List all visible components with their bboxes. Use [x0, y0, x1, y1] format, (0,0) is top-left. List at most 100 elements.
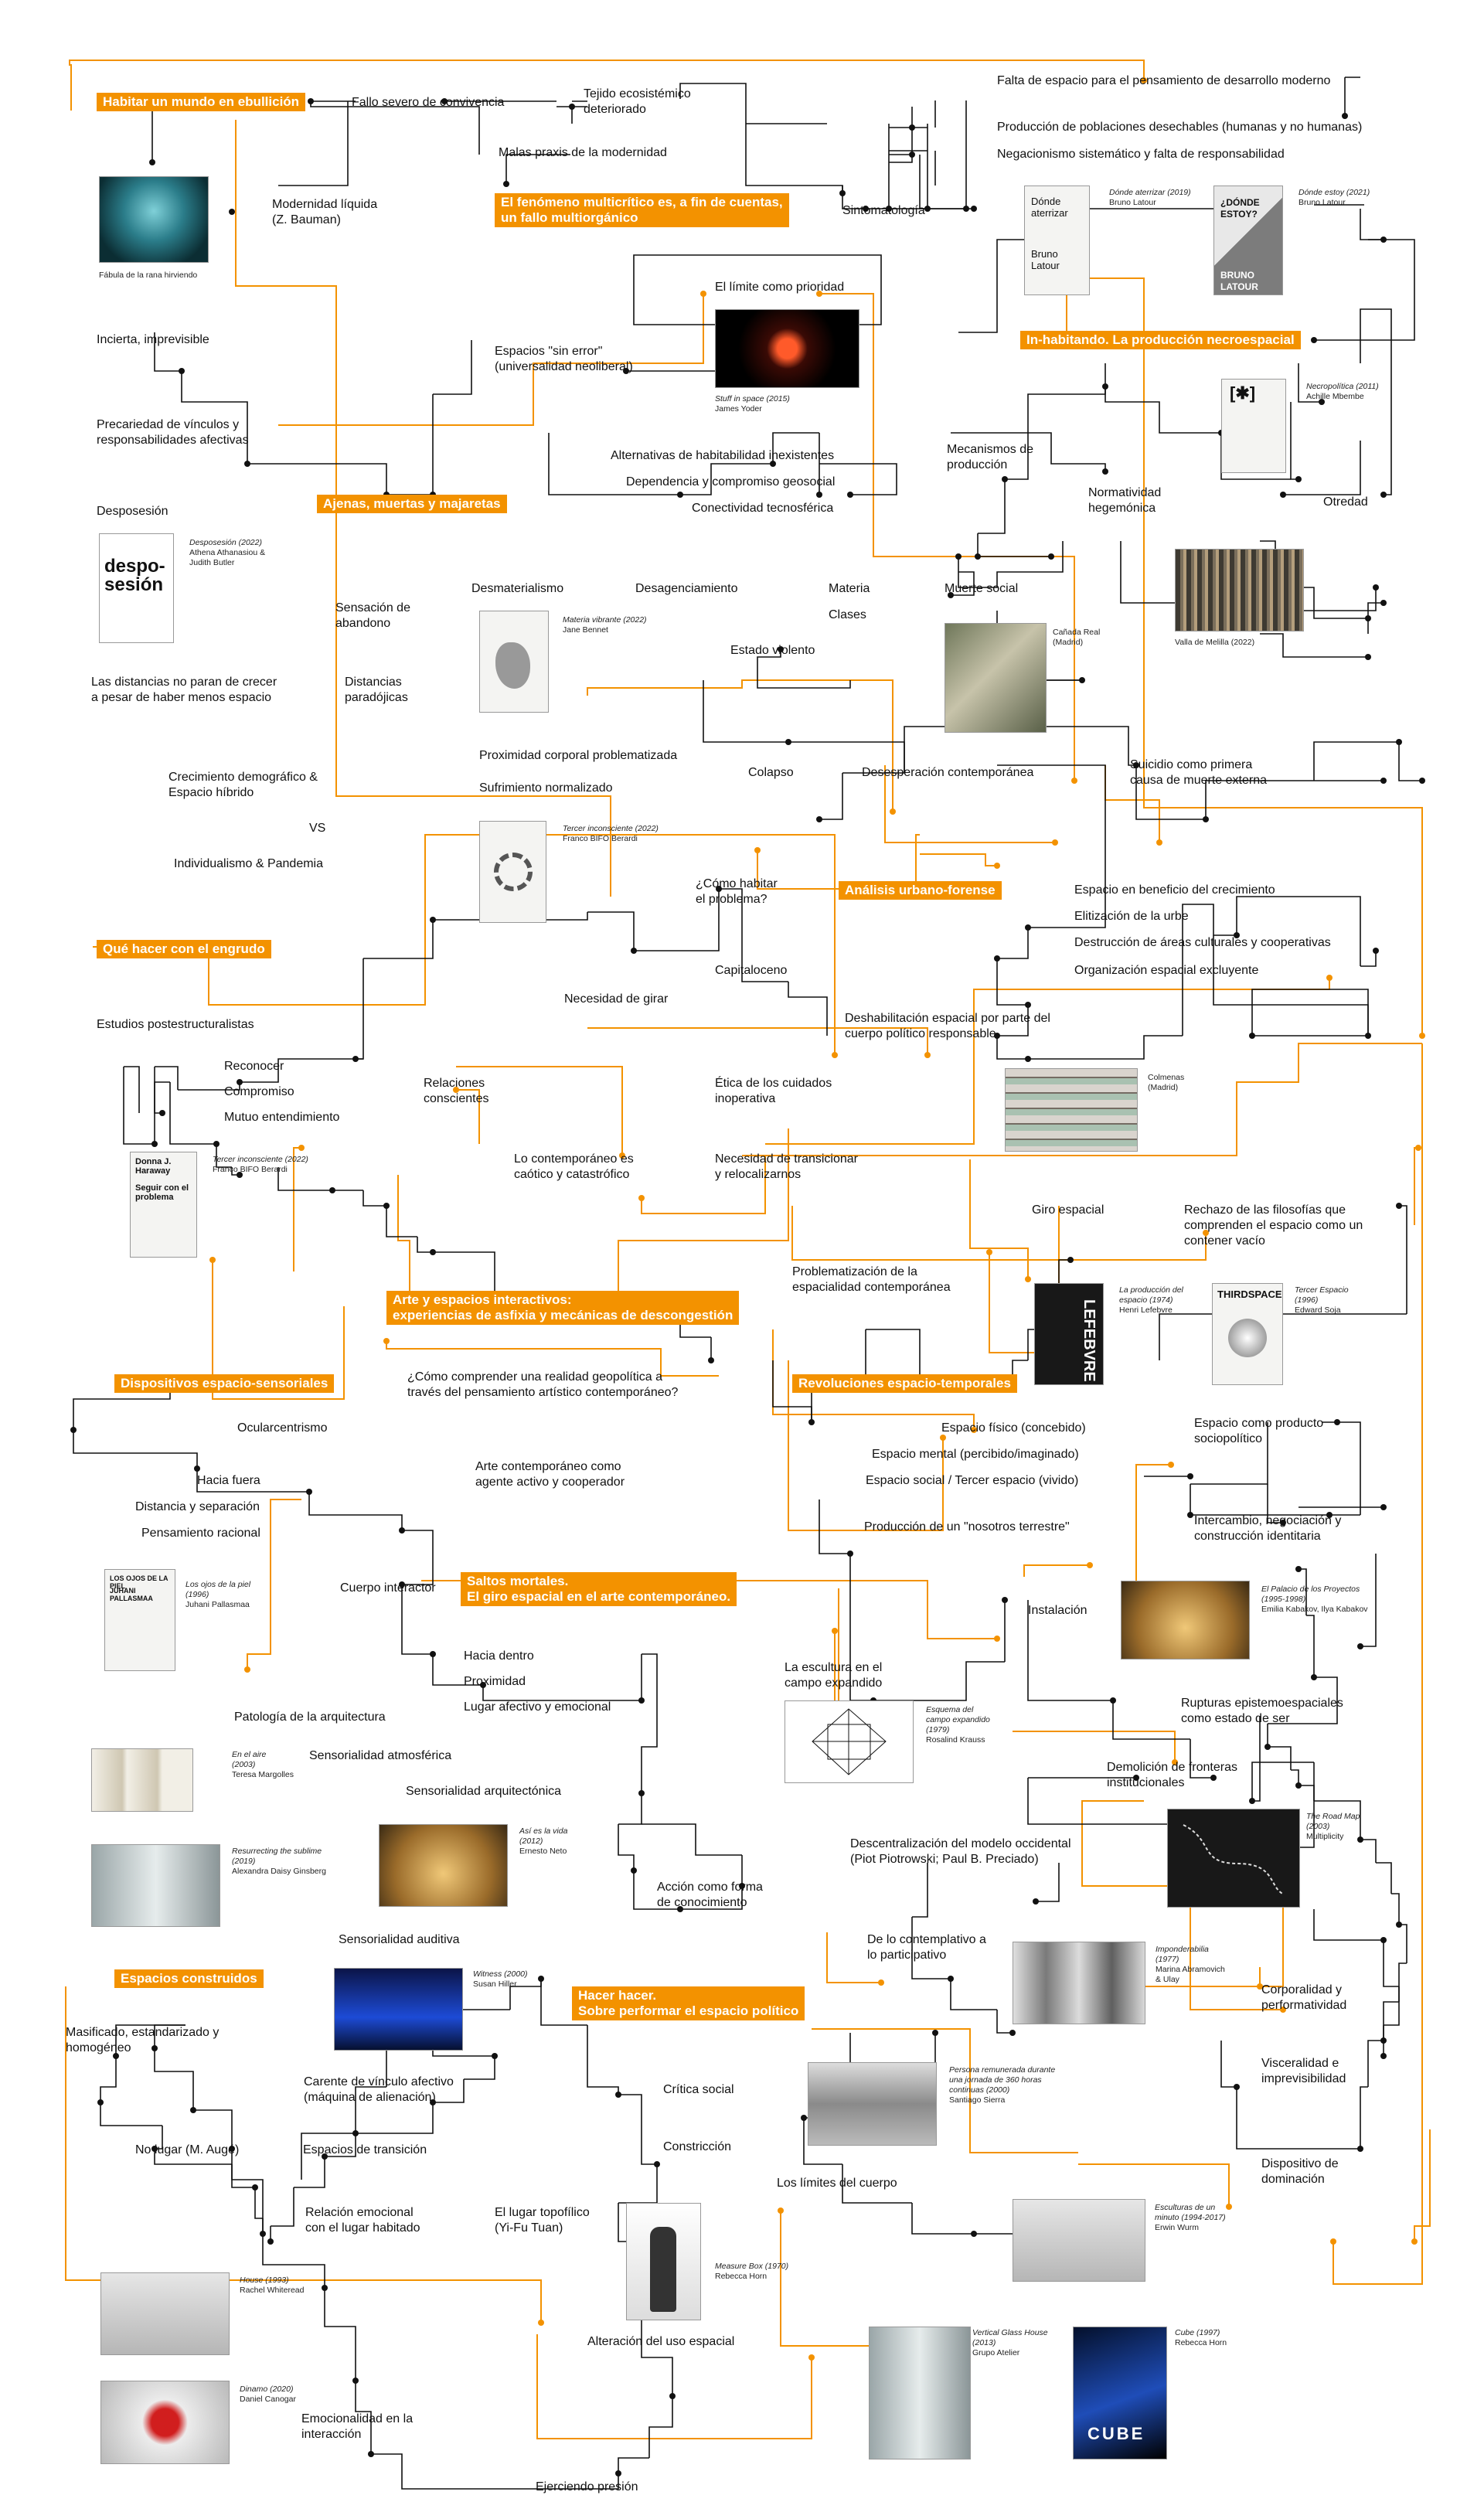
caption-margolles: En el aire(2003)Teresa Margolles: [232, 1750, 294, 1779]
node-falta: Falta de espacio para el pensamiento de …: [997, 74, 1331, 87]
krauss-diagram-shape: [812, 1708, 887, 1775]
caption-whiteread: House (1993)Rachel Whiteread: [240, 2276, 305, 2295]
node-constriccion: Constricción: [663, 2140, 732, 2153]
measure-box-image: [626, 2203, 701, 2320]
caption-ginsberg: Resurrecting the sublime(2019)Alexandra …: [232, 1847, 326, 1876]
caption-horn-cube: Cube (1997)Rebecca Horn: [1175, 2328, 1227, 2347]
caption-materia: Materia vibrante (2022)Jane Bennet: [563, 615, 647, 635]
house-image: [100, 2272, 230, 2355]
node-ejerciendo: Ejerciendo presión: [536, 2480, 638, 2493]
node-critica-social: Crítica social: [663, 2083, 734, 2096]
node-proximidad: Proximidad: [464, 1675, 526, 1688]
caption-kabakov: El Palacio de los Proyectos(1995-1998)Em…: [1261, 1585, 1368, 1614]
materia-vibrante-cover: [479, 611, 549, 713]
node-clases: Clases: [829, 608, 866, 621]
en-el-aire-image: [91, 1748, 193, 1812]
dinamo-image: [100, 2381, 230, 2464]
node-como-comprender: ¿Cómo comprender una realidad geopolític…: [407, 1370, 679, 1399]
node-espacio-beneficio: Espacio en beneficio del crecimiento: [1074, 883, 1275, 897]
node-otredad: Otredad: [1323, 495, 1368, 509]
node-espacio-fisico: Espacio físico (concebido): [941, 1421, 1086, 1435]
road-map-image: [1167, 1809, 1300, 1908]
road-map-route: [1183, 1824, 1285, 1895]
heading-revoluciones: Revoluciones espacio-temporales: [792, 1374, 1017, 1393]
desposesion-cover: despo-sesión: [99, 533, 174, 643]
palacio-proyectos-image: [1121, 1581, 1250, 1659]
caption-necropolitica: Necropolítica (2011)Achille Mbembe: [1306, 382, 1379, 401]
heading-habitar: Habitar un mundo en ebullición: [97, 93, 306, 111]
node-muerte-social: Muerte social: [945, 582, 1019, 595]
fabula-image: [99, 176, 209, 263]
canada-real-image: [945, 623, 1047, 733]
node-organizacion: Organización espacial excluyente: [1074, 964, 1259, 977]
node-necesidad-girar: Necesidad de girar: [564, 992, 669, 1006]
caption-colmenas: Colmenas(Madrid): [1148, 1073, 1185, 1092]
node-vs: VS: [309, 822, 326, 835]
heading-fenomeno: El fenómeno multicrítico es, a fin de cu…: [495, 193, 789, 227]
node-espacio-mental: Espacio mental (percibido/imaginado): [872, 1448, 1079, 1461]
node-sens-auditiva: Sensorialidad auditiva: [339, 1933, 460, 1946]
caption-donde-estoy: Dónde estoy (2021)Bruno Latour: [1298, 188, 1370, 207]
node-sufrimiento: Sufrimiento normalizado: [479, 781, 613, 795]
node-alternativas: Alternativas de habitabilidad inexistent…: [611, 449, 835, 462]
node-limites-cuerpo: Los límites del cuerpo: [777, 2177, 897, 2190]
donde-estoy-cover: ¿DÓNDE ESTOY? BRUNO LATOUR: [1213, 186, 1283, 295]
caption-horn-box: Measure Box (1970)Rebecca Horn: [715, 2262, 789, 2281]
node-sens-arquitectonica: Sensorialidad arquitectónica: [406, 1785, 562, 1798]
node-pensamiento-racional: Pensamiento racional: [141, 1527, 260, 1540]
heading-construidos: Espacios construidos: [114, 1969, 264, 1988]
los-ojos-de-la-piel-cover: LOS OJOS DE LA PIEL JUHANI PALLASMAA: [104, 1569, 175, 1671]
node-sintomatologia: Sintomatología: [842, 204, 925, 217]
witness-image: [334, 1968, 463, 2051]
caption-fabula: Fábula de la rana hirviendo: [99, 271, 198, 280]
node-espacios-transicion: Espacios de transición: [303, 2143, 427, 2156]
node-alteracion: Alteración del uso espacial: [587, 2335, 735, 2348]
necropolitica-cover: [✱]: [1221, 379, 1286, 473]
resurrecting-sublime-image: [91, 1844, 220, 1927]
heading-dispositivos: Dispositivos espacio-sensoriales: [114, 1374, 335, 1393]
node-cuerpo-interactor: Cuerpo interactor: [340, 1581, 436, 1595]
caption-stuff: Stuff in space (2015)James Yoder: [715, 394, 790, 414]
caption-roadmap: The Road Map(2003)Multiplicity: [1306, 1812, 1360, 1841]
node-reconocer: Reconocer: [224, 1060, 284, 1073]
heading-inhabitando: In-habitando. La producción necroespacia…: [1020, 331, 1301, 349]
node-modernidad: Modernidad líquida(Z. Bauman): [272, 198, 378, 226]
node-patologia: Patología de la arquitectura: [234, 1711, 386, 1724]
node-distancia-separacion: Distancia y separación: [135, 1500, 260, 1513]
caption-pallasmaa: Los ojos de la piel(1996)Juhani Pallasma…: [186, 1580, 251, 1609]
node-fallo: Fallo severo de convivencia: [352, 96, 505, 109]
campo-expandido-diagram: [785, 1700, 914, 1783]
tercer-inconsciente-cover-1: [479, 821, 546, 923]
lefebvre-cover: LEFEBVRE: [1034, 1283, 1104, 1385]
node-colapso: Colapso: [748, 766, 794, 779]
node-desesperacion: Desesperación contemporánea: [862, 766, 1034, 779]
node-dependencia: Dependencia y compromiso geosocial: [626, 475, 836, 488]
seguir-con-el-problema-cover: Donna J. Haraway Seguir con el problema: [130, 1152, 197, 1258]
heading-analisis: Análisis urbano-forense: [839, 881, 1002, 900]
node-produccion-poblaciones: Producción de poblaciones desechables (h…: [997, 121, 1363, 134]
node-destruccion: Destrucción de áreas culturales y cooper…: [1074, 936, 1331, 949]
persona-remunerada-image: [808, 2062, 937, 2146]
node-estado-violento: Estado violento: [730, 644, 815, 657]
node-compromiso: Compromiso: [224, 1085, 294, 1098]
stuff-in-space-image: [715, 309, 859, 388]
heading-hacer: Hacer hacer.Sobre performar el espacio p…: [572, 1986, 805, 2020]
